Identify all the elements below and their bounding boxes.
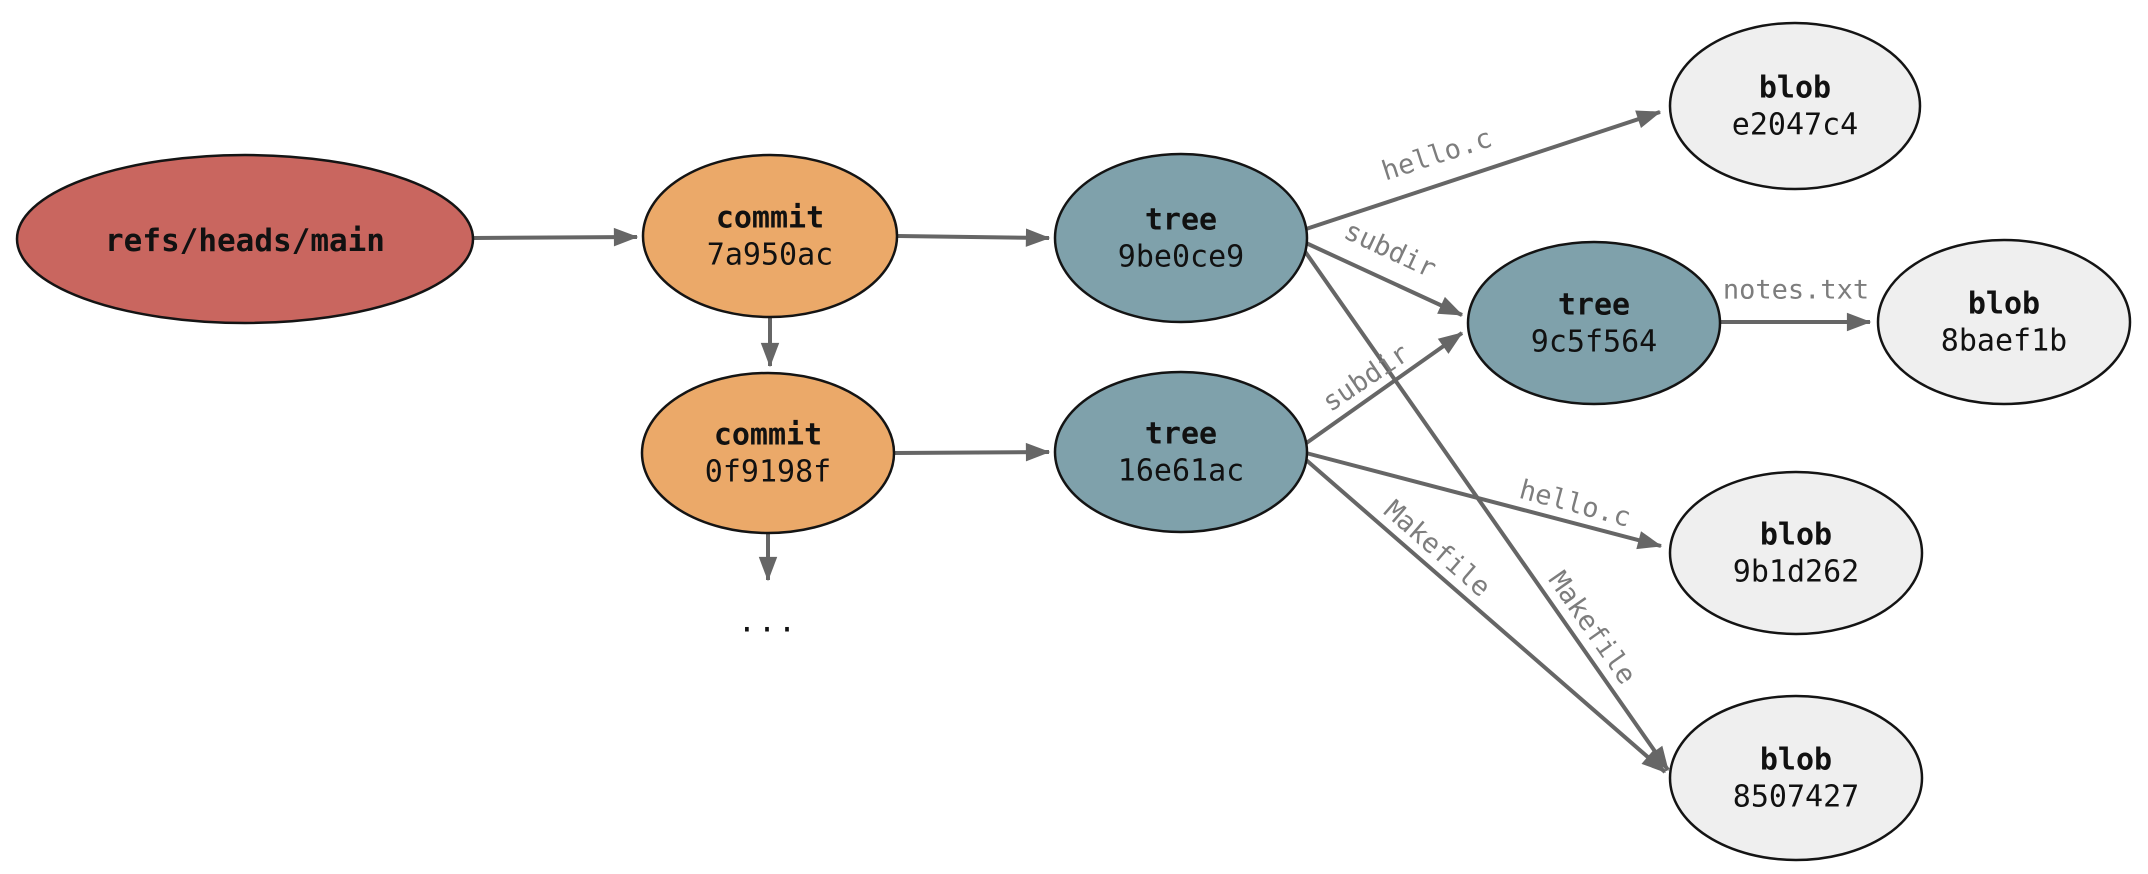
node-commit-7a950ac: commit 7a950ac [641,153,899,319]
node-type-label: blob [1760,518,1832,553]
node-blob-e2047c4: blob e2047c4 [1668,21,1922,191]
edge-commit2-to-tree2 [894,442,1051,462]
node-type-label: tree [1145,203,1217,238]
commit-ellipse [641,153,899,319]
node-ref-main: refs/heads/main [15,153,475,325]
node-type-label: commit [714,418,822,453]
ref-ellipse [15,153,475,325]
edge-ref-to-commit1 [473,227,639,247]
node-type-label: tree [1145,417,1217,452]
node-tree-9c5f564: tree 9c5f564 [1466,240,1722,406]
commit-ellipse [640,371,896,535]
edge-label-notes-txt: notes.txt [1723,275,1869,306]
node-hash-label: 7a950ac [707,238,833,273]
node-hash-label: 8baef1b [1941,324,2067,359]
edge-tree2-to-tree3 [1303,331,1464,446]
node-hash-label: 9be0ce9 [1118,240,1244,275]
node-hash-label: 16e61ac [1118,454,1244,489]
edge-tree1-to-blob1 [1305,110,1662,231]
node-type-label: blob [1759,71,1831,106]
node-type-label: commit [716,201,824,236]
blob-ellipse [1668,21,1922,191]
edge-label-hello-c-top: hello.c [1378,123,1496,188]
tree-ellipse [1053,152,1309,324]
node-type-label: blob [1968,287,2040,322]
ref-label: refs/heads/main [105,223,385,259]
edges [473,110,1872,774]
node-tree-9be0ce9: tree 9be0ce9 [1053,152,1309,324]
tree-ellipse [1466,240,1722,406]
node-blob-8baef1b: blob 8baef1b [1876,238,2132,406]
history-ellipsis: ... [738,605,798,640]
tree-ellipse [1053,370,1309,534]
node-blob-8507427: blob 8507427 [1668,694,1924,862]
node-blob-9b1d262: blob 9b1d262 [1668,470,1924,636]
edge-commit1-to-tree1 [897,228,1051,247]
edge-tree2-to-blob4 [1303,457,1667,774]
node-hash-label: e2047c4 [1732,108,1858,143]
edge-tree1-to-blob4 [1302,248,1670,772]
edge-label-subdir-top: subdir [1339,215,1441,284]
node-tree-16e61ac: tree 16e61ac [1053,370,1309,534]
edge-tree2-to-blob3 [1305,451,1663,550]
node-type-label: tree [1558,288,1630,323]
node-hash-label: 8507427 [1733,780,1859,815]
edge-tree1-to-tree3 [1305,241,1464,317]
node-hash-label: 9c5f564 [1531,325,1657,360]
node-hash-label: 9b1d262 [1733,555,1859,590]
node-commit-0f9198f: commit 0f9198f [640,371,896,535]
edge-label-makefile-shallow: Makefile [1378,495,1496,604]
blob-ellipse [1876,238,2132,406]
node-hash-label: 0f9198f [705,455,831,490]
node-type-label: blob [1760,743,1832,778]
blob-ellipse [1668,470,1924,636]
blob-ellipse [1668,694,1924,862]
edge-label-makefile-steep: Makefile [1542,566,1642,690]
